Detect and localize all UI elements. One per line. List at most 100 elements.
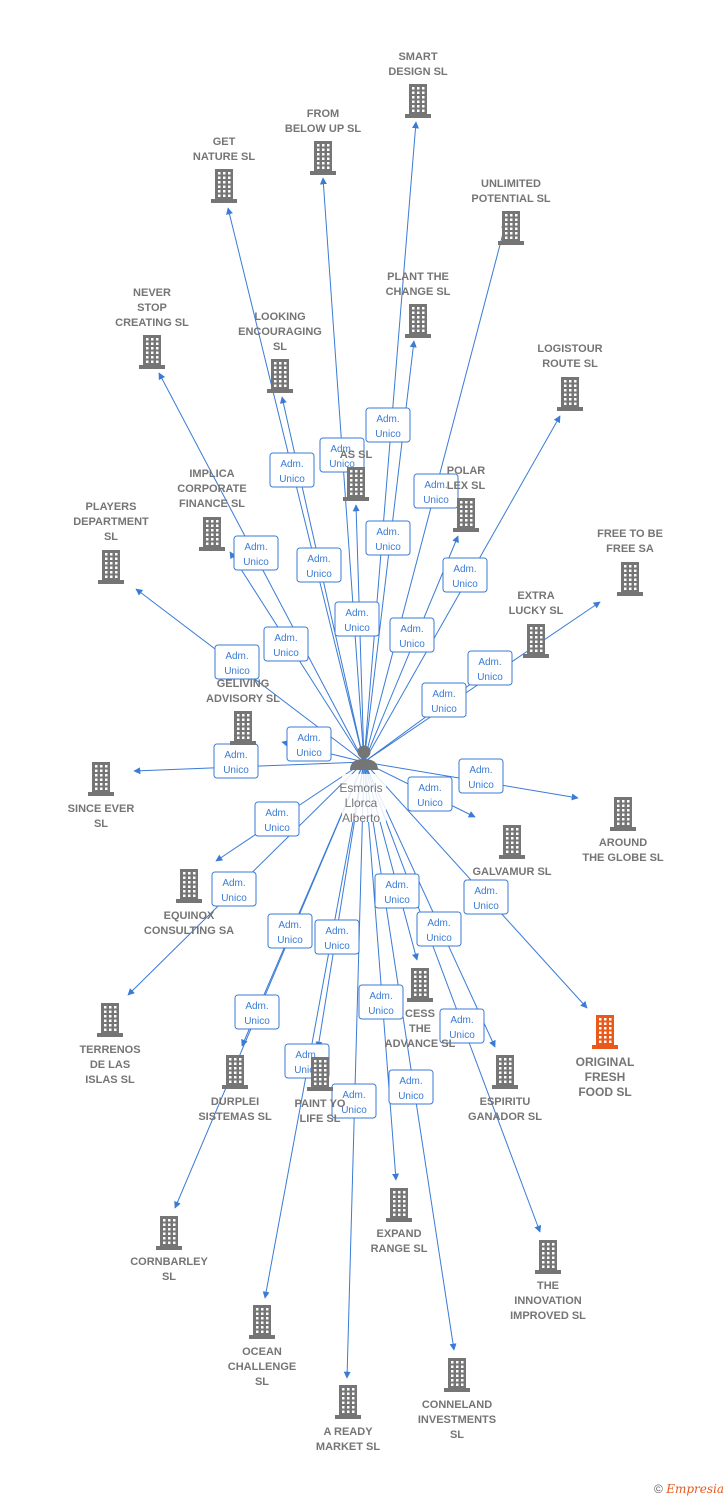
edge-label-adm-unico: Adm.Unico	[365, 520, 411, 556]
edge-label-line: Adm.	[342, 1090, 365, 1101]
company-label: ADVANCE SL	[385, 1038, 456, 1050]
edge-label-adm-unico: Adm.Unico	[263, 626, 309, 662]
edge-label-line: Adm.	[385, 880, 408, 891]
edge-label-line: Adm.	[424, 480, 447, 491]
company-label: PLAYERS	[86, 501, 137, 513]
building-icon	[444, 1358, 470, 1392]
edge-label-line: Adm.	[478, 657, 501, 668]
edge-label-line: Adm.	[224, 750, 247, 761]
building-icon	[407, 968, 433, 1002]
edge-label-line: Unico	[341, 1105, 367, 1116]
company-label: FINANCE SL	[179, 498, 245, 510]
edge-label-line: Adm.	[376, 527, 399, 538]
edge-label-line: Adm.	[225, 651, 248, 662]
edge-label-line: Adm.	[450, 1015, 473, 1026]
company-label: SL	[450, 1429, 464, 1441]
building-icon	[405, 84, 431, 118]
edge-label-adm-unico: Adm.Unico	[296, 547, 342, 583]
company-label: TERRENOS	[79, 1044, 140, 1056]
company-label: SL	[273, 341, 287, 353]
company-label: LEX SL	[447, 480, 486, 492]
company-label: NEVER	[133, 287, 171, 299]
building-icon	[453, 498, 479, 532]
company-label: DE LAS	[90, 1059, 130, 1071]
edge-label-line: Adm.	[330, 444, 353, 455]
person-name-line: Alberto	[342, 811, 380, 825]
edge-label-line: Unico	[223, 765, 249, 776]
edge-a-ready-market	[343, 761, 365, 1379]
edge-label-line: Unico	[449, 1030, 475, 1041]
company-label: THE	[537, 1280, 559, 1292]
edge-label-adm-unico: Adm.Unico	[334, 601, 380, 637]
edge-label-line: Adm.	[418, 783, 441, 794]
edge-label-line: Adm.	[376, 414, 399, 425]
company-label: A READY	[323, 1426, 373, 1438]
company-label: SL	[104, 531, 118, 543]
company-label: IMPLICA	[189, 468, 234, 480]
edge-label-line: Adm.	[244, 542, 267, 553]
company-label: SL	[255, 1376, 269, 1388]
edge-label-adm-unico: Adm.Unico	[416, 911, 462, 947]
company-label: POLAR	[447, 465, 486, 477]
building-icon	[343, 467, 369, 501]
edge-label-line: Unico	[221, 893, 247, 904]
edge-label-line: Unico	[468, 780, 494, 791]
company-node-hidden-as-sl[interactable]: AS SL	[340, 449, 373, 501]
company-label: FREE SA	[606, 543, 654, 555]
building-icon	[98, 550, 124, 584]
building-icon	[211, 169, 237, 203]
building-icon	[176, 869, 202, 903]
edge-label-adm-unico: Adm.Unico	[389, 617, 435, 653]
brand-logo[interactable]: Empresia	[666, 1482, 724, 1496]
edge-label-adm-unico: Adm. Unico	[331, 1083, 377, 1119]
edge-label-line: Unico	[277, 935, 303, 946]
company-label: OCEAN	[242, 1346, 282, 1358]
edge-label-line: Unico	[224, 666, 250, 677]
company-node-a-ready-market[interactable]: A READY MARKET SL	[316, 1385, 380, 1453]
edge-label-line: Unico	[375, 429, 401, 440]
building-icon	[156, 1216, 182, 1250]
edge-label-adm-unico: Adm.Unico	[374, 873, 420, 909]
company-label: POTENTIAL SL	[471, 193, 551, 205]
company-node-polar-plex[interactable]: POLAR LEX SL	[447, 465, 486, 532]
edge-label-adm-unico: Adm.Unico	[358, 984, 404, 1020]
company-label: ORIGINAL	[576, 1055, 635, 1069]
company-node-galvamur[interactable]: GALVAMUR SL	[472, 825, 552, 878]
company-label: INVESTMENTS	[418, 1414, 496, 1426]
company-label: MARKET SL	[316, 1441, 380, 1453]
edge-label-line: Adm.	[369, 991, 392, 1002]
edge-label-line: Adm.	[399, 1076, 422, 1087]
company-label: FROM	[307, 108, 339, 120]
edge-label-line: Unico	[344, 623, 370, 634]
